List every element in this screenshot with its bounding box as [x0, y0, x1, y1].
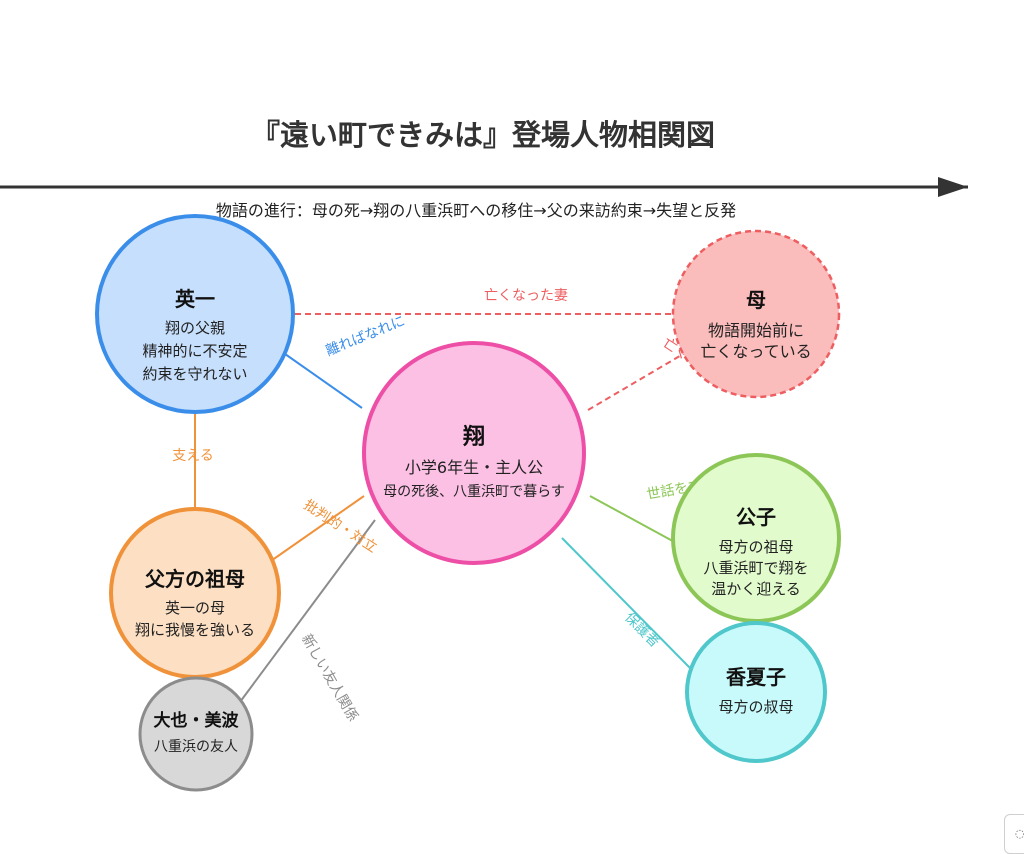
node-kimiko-name: 公子	[736, 505, 776, 529]
edge-label-new-friends: 新しい友人関係	[298, 632, 361, 725]
edge-sho-friends	[239, 519, 376, 703]
node-kimiko-line: 八重浜町で翔を	[703, 559, 808, 577]
edge-label-separated: 離ればなれに	[323, 312, 407, 359]
node-kanako: 香夏子 母方の叔母	[685, 621, 827, 763]
node-grandmother-name: 父方の祖母	[144, 567, 245, 591]
node-friends-line: 八重浜の友人	[154, 739, 238, 755]
node-sho-circle	[362, 341, 586, 565]
edge-label-guardian: 保護者	[621, 610, 662, 651]
node-grandmother-circle	[109, 507, 281, 679]
node-mother-line: 亡くなっている	[700, 342, 811, 361]
node-sho-line: 母の死後、八重浜町で暮らす	[383, 484, 565, 500]
edge-sho-kanako	[561, 537, 691, 669]
edge-sho-grandmother	[267, 495, 365, 564]
edge-label-critical: 批判的・対立	[301, 497, 380, 556]
node-mother-name: 母	[746, 288, 766, 312]
node-friends: 大也・美波 八重浜の友人	[138, 676, 254, 792]
node-sho-name: 翔	[462, 424, 485, 450]
diagram-title: 『遠い町できみは』登場人物相関図	[251, 118, 715, 152]
node-eiichi-name: 英一	[175, 287, 215, 311]
node-grandmother-paternal: 父方の祖母 英一の母 翔に我慢を強いる	[109, 507, 281, 679]
edge-label-wife: 亡くなった妻	[484, 288, 568, 304]
node-friends-circle	[138, 676, 254, 792]
node-kimiko-line: 温かく迎える	[711, 580, 801, 598]
edge-sho-kimiko	[589, 495, 681, 546]
node-sho: 翔 小学6年生・主人公 母の死後、八重浜町で暮らす	[362, 341, 586, 565]
node-mother-line: 物語開始前に	[708, 321, 804, 340]
node-grandmother-line: 英一の母	[165, 599, 225, 617]
node-kimiko: 公子 母方の祖母 八重浜町で翔を 温かく迎える	[671, 453, 841, 623]
corner-icon: ◌	[1015, 827, 1024, 840]
edge-label-supports: 支える	[172, 448, 214, 464]
node-eiichi-line: 翔の父親	[165, 319, 225, 337]
node-mother: 母 物語開始前に 亡くなっている	[671, 229, 841, 399]
node-sho-line: 小学6年生・主人公	[405, 458, 543, 477]
edge-mother-sho	[587, 349, 691, 411]
node-eiichi-circle	[95, 214, 295, 414]
node-kanako-name: 香夏子	[726, 665, 786, 689]
node-friends-name: 大也・美波	[154, 710, 240, 731]
node-eiichi-line: 精神的に不安定	[142, 342, 247, 360]
node-grandmother-line: 翔に我慢を強いる	[135, 621, 255, 639]
node-kanako-circle	[685, 621, 827, 763]
node-eiichi-line: 約束を守れない	[142, 365, 247, 383]
timeline-text: 物語の進行：母の死→翔の八重浜町への移住→父の来訪約束→失望と反発	[216, 201, 736, 220]
node-mother-circle	[671, 229, 841, 399]
node-eiichi: 英一 翔の父親 精神的に不安定 約束を守れない	[95, 214, 295, 414]
node-kimiko-line: 母方の祖母	[718, 538, 793, 556]
node-kanako-line: 母方の叔母	[718, 698, 793, 716]
corner-widget[interactable]: ◌	[1004, 814, 1024, 854]
